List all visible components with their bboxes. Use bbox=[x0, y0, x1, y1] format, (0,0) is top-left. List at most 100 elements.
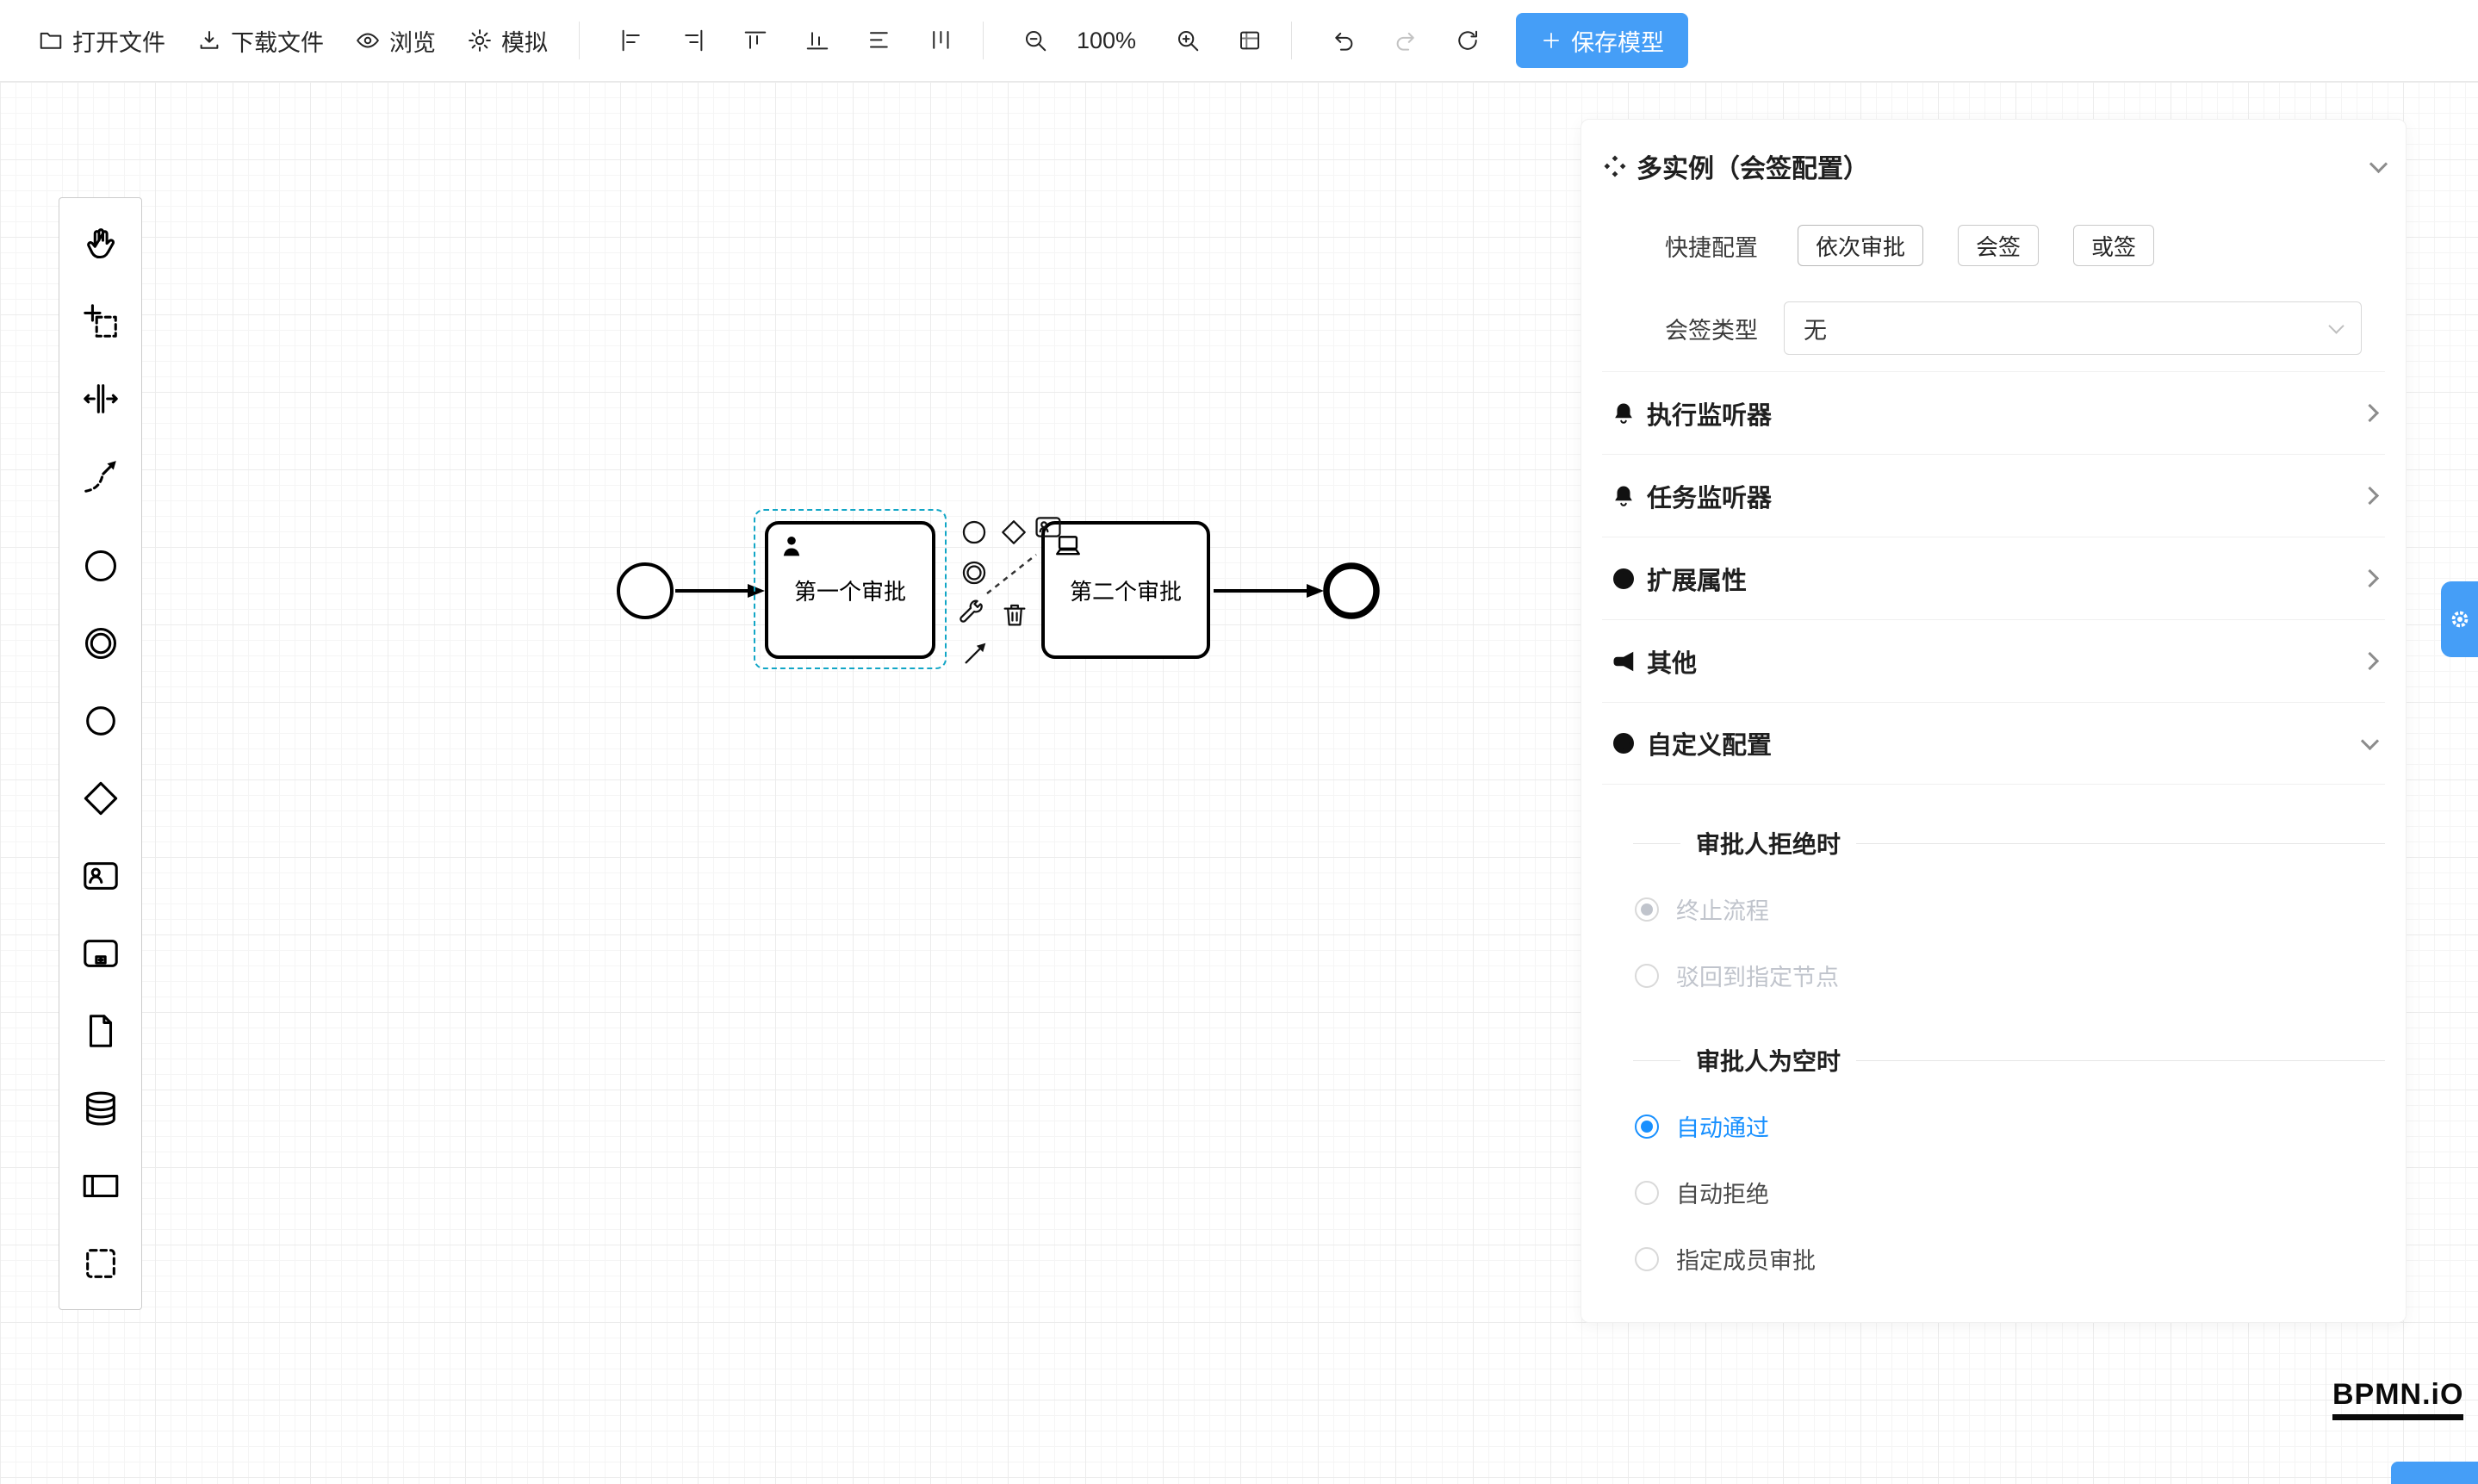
simulate-button[interactable]: 模拟 bbox=[451, 13, 563, 68]
chevron-down-icon bbox=[2328, 317, 2344, 334]
panel-section-task-listener[interactable]: 任务监听器 bbox=[1602, 454, 2385, 537]
hand-tool[interactable] bbox=[59, 205, 141, 283]
append-intermediate-event-button[interactable] bbox=[959, 557, 990, 588]
start-event[interactable] bbox=[617, 562, 674, 619]
align-left-button[interactable] bbox=[606, 13, 657, 68]
quick-option-countersign[interactable]: 会签 bbox=[1958, 225, 2040, 266]
sign-type-row: 会签类型 无 bbox=[1602, 285, 2385, 371]
radio-option-auto-pass[interactable]: 自动通过 bbox=[1602, 1093, 2385, 1159]
arrowhead bbox=[1307, 584, 1324, 598]
create-gateway[interactable] bbox=[59, 760, 141, 837]
radio-label: 驳回到指定节点 bbox=[1676, 965, 1839, 990]
panel-section-extended-properties[interactable]: 扩展属性 bbox=[1602, 537, 2385, 619]
data-store-icon bbox=[85, 1091, 115, 1126]
distribute-columns-icon bbox=[933, 31, 949, 49]
append-gateway-button[interactable] bbox=[998, 517, 1029, 548]
create-data-object[interactable] bbox=[59, 992, 141, 1070]
append-user-task-button[interactable] bbox=[1033, 512, 1064, 543]
change-type-button[interactable] bbox=[955, 598, 986, 629]
double-circle-icon bbox=[962, 561, 986, 585]
align-top-button[interactable] bbox=[730, 13, 781, 68]
chevron-right-icon bbox=[2360, 486, 2380, 506]
download-file-button[interactable]: 下载文件 bbox=[181, 13, 339, 68]
section-label: 其他 bbox=[1647, 649, 1698, 678]
save-model-button[interactable]: 保存模型 bbox=[1516, 13, 1689, 68]
plus-icon bbox=[1543, 33, 1560, 48]
fit-viewport-icon bbox=[1240, 31, 1260, 50]
distribute-columns-button[interactable] bbox=[916, 13, 967, 68]
bpmn-io-watermark[interactable]: BPMN.iO bbox=[2332, 1378, 2464, 1420]
lasso-tool[interactable] bbox=[59, 283, 141, 360]
append-end-event-button[interactable] bbox=[959, 517, 990, 548]
create-intermediate-event[interactable] bbox=[59, 605, 141, 682]
radio-icon[interactable] bbox=[1635, 1114, 1659, 1139]
create-end-event[interactable] bbox=[59, 682, 141, 760]
radio-icon[interactable] bbox=[1635, 1180, 1659, 1205]
toolbar-divider bbox=[579, 22, 580, 59]
preview-label: 浏览 bbox=[389, 29, 436, 56]
task-label: 第一个审批 bbox=[793, 578, 906, 605]
radio-option-auto-reject[interactable]: 自动拒绝 bbox=[1602, 1159, 2385, 1226]
gear-icon bbox=[2451, 611, 2468, 628]
panel-section-custom-config[interactable]: 自定义配置 bbox=[1602, 702, 2385, 785]
create-subprocess[interactable] bbox=[59, 915, 141, 992]
create-start-event[interactable] bbox=[59, 527, 141, 605]
data-object-icon bbox=[89, 1015, 112, 1047]
global-connect-tool[interactable] bbox=[59, 438, 141, 515]
settings-tab[interactable] bbox=[2441, 581, 2478, 657]
refresh-button[interactable] bbox=[1442, 13, 1494, 68]
folder-icon bbox=[40, 32, 62, 49]
distribute-rows-button[interactable] bbox=[854, 13, 905, 68]
open-file-button[interactable]: 打开文件 bbox=[22, 13, 181, 68]
end-event[interactable] bbox=[1323, 562, 1380, 619]
wrench-icon bbox=[960, 599, 983, 623]
intermediate-event-icon bbox=[84, 627, 116, 660]
undo-button[interactable] bbox=[1318, 13, 1369, 68]
radio-option-assign-member[interactable]: 指定成员审批 bbox=[1602, 1226, 2385, 1292]
panel-section-other[interactable]: 其他 bbox=[1602, 619, 2385, 702]
align-bottom-button[interactable] bbox=[792, 13, 843, 68]
zoom-in-button[interactable] bbox=[1162, 13, 1214, 68]
circle-icon bbox=[962, 520, 986, 544]
bottom-right-action-partial[interactable] bbox=[2391, 1462, 2478, 1484]
create-participant[interactable] bbox=[59, 1147, 141, 1225]
create-group[interactable] bbox=[59, 1225, 141, 1302]
align-top-icon bbox=[744, 31, 767, 49]
download-icon bbox=[200, 31, 219, 49]
zoom-in-icon bbox=[1178, 31, 1199, 52]
quick-option-sequential[interactable]: 依次审批 bbox=[1798, 225, 1924, 266]
task-first-approval[interactable]: 第一个审批 bbox=[765, 521, 935, 659]
preview-button[interactable]: 浏览 bbox=[339, 13, 451, 68]
refresh-icon bbox=[1458, 30, 1478, 50]
toolbar-divider bbox=[1291, 22, 1293, 59]
align-right-button[interactable] bbox=[668, 13, 719, 68]
chevron-right-icon bbox=[2360, 568, 2380, 588]
create-user-task[interactable] bbox=[59, 837, 141, 915]
toolbar-divider bbox=[983, 22, 984, 59]
sign-type-select[interactable]: 无 bbox=[1784, 301, 2362, 355]
section-label: 执行监听器 bbox=[1647, 401, 1773, 430]
section-label: 任务监听器 bbox=[1647, 484, 1773, 512]
end-event-icon bbox=[85, 706, 115, 736]
fit-viewport-button[interactable] bbox=[1224, 13, 1276, 68]
align-bottom-icon bbox=[806, 32, 829, 50]
simulate-gear-icon bbox=[469, 29, 491, 52]
space-tool[interactable] bbox=[59, 360, 141, 438]
radio-label: 自动通过 bbox=[1676, 1115, 1769, 1141]
quick-option-or-sign[interactable]: 或签 bbox=[2073, 225, 2155, 266]
delete-button[interactable] bbox=[999, 599, 1030, 630]
radio-label: 终止流程 bbox=[1676, 898, 1769, 924]
create-data-store[interactable] bbox=[59, 1070, 141, 1147]
zoom-out-button[interactable] bbox=[1009, 13, 1061, 68]
radio-icon[interactable] bbox=[1635, 1246, 1659, 1271]
task-second-approval[interactable]: 第二个审批 bbox=[1041, 521, 1210, 659]
selection-outline bbox=[754, 509, 947, 669]
canvas[interactable]: 第一个审批 第二个审批 bbox=[0, 82, 2478, 1484]
divider bbox=[1856, 1059, 2385, 1061]
panel-section-execution-listener[interactable]: 执行监听器 bbox=[1602, 371, 2385, 454]
panel-section-multi-instance[interactable]: 多实例（会签配置） bbox=[1602, 120, 2388, 206]
redo-button[interactable] bbox=[1380, 13, 1432, 68]
trash-icon bbox=[1003, 604, 1026, 626]
bell-icon bbox=[1615, 403, 1632, 424]
connect-button[interactable] bbox=[960, 637, 991, 668]
